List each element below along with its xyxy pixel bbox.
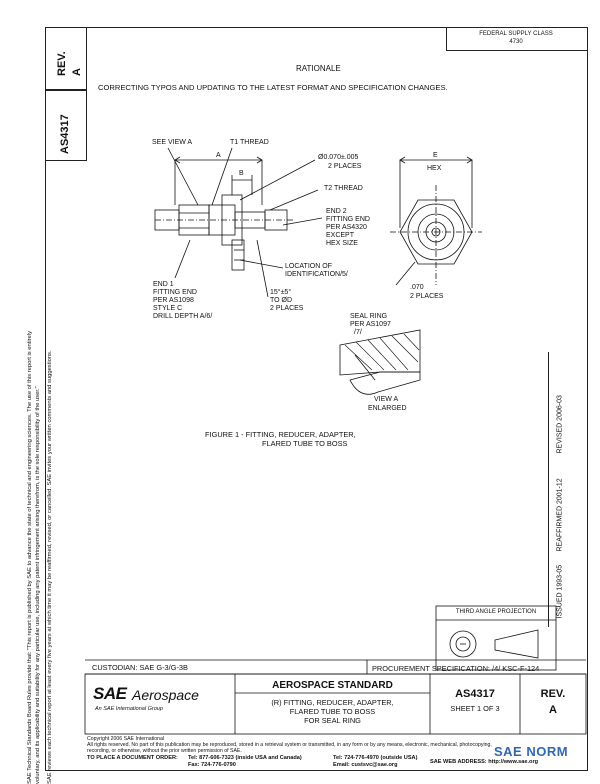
title-rev-label: REV. bbox=[540, 688, 566, 700]
label-dim-b: B bbox=[239, 170, 244, 177]
label-t2-thread: T2 THREAD bbox=[324, 185, 363, 192]
label-seal-2: PER AS1097 bbox=[350, 321, 391, 328]
label-hex-two-places: 2 PLACES bbox=[410, 293, 444, 300]
third-angle-label: THIRD ANGLE PROJECTION bbox=[455, 609, 537, 615]
label-angle-3: 2 PLACES bbox=[270, 305, 304, 312]
title-doc-number: AS4317 bbox=[455, 688, 495, 700]
federal-supply-line1: FEDERAL SUPPLY CLASS bbox=[479, 31, 553, 37]
footer-order-label: TO PLACE A DOCUMENT ORDER: bbox=[87, 755, 178, 761]
sae-logo: SAE bbox=[93, 684, 127, 703]
footer-tel-2: Tel: 724-776-4970 (outside USA) bbox=[333, 755, 418, 761]
label-t1-thread: T1 THREAD bbox=[230, 139, 269, 146]
label-view-a: VIEW A bbox=[374, 396, 399, 403]
figure-caption-1: FIGURE 1 - FITTING, REDUCER, ADAPTER, bbox=[205, 430, 356, 439]
sae-aerospace-word: Aerospace bbox=[132, 687, 199, 703]
label-end1-3: PER AS1098 bbox=[153, 297, 194, 304]
custodian: CUSTODIAN: SAE G-3/G-3B bbox=[92, 663, 188, 672]
dates-divider bbox=[548, 352, 549, 627]
sidebar-docnum-box bbox=[45, 89, 87, 161]
label-angle-1: 15°±5° bbox=[270, 289, 292, 296]
label-two-places-1: 2 PLACES bbox=[328, 163, 362, 170]
label-dia-070: Ø0.070±.005 bbox=[318, 154, 359, 161]
drawing-frame bbox=[45, 27, 588, 771]
sidebar-rev-box bbox=[45, 27, 87, 91]
label-location-2: IDENTIFICATION/5/ bbox=[285, 271, 348, 278]
label-end1-5: DRILL DEPTH A/6/ bbox=[153, 313, 213, 320]
label-end1-2: FITTING END bbox=[153, 289, 197, 296]
label-angle-2: TO ØD bbox=[270, 297, 293, 304]
label-end2-5: HEX SIZE bbox=[326, 240, 358, 247]
label-end2-3: PER AS4320 bbox=[326, 224, 367, 231]
label-end1-4: STYLE C bbox=[153, 305, 183, 312]
label-seal-1: SEAL RING bbox=[350, 313, 388, 320]
title-sheet: SHEET 1 OF 3 bbox=[450, 704, 500, 713]
figure-caption-2: FLARED TUBE TO BOSS bbox=[262, 439, 348, 448]
label-seal-3: /7/ bbox=[354, 329, 362, 336]
federal-supply-box bbox=[446, 27, 588, 51]
label-end2-1: END 2 bbox=[326, 208, 347, 215]
footer-tel-1: Tel: 877-606-7323 (inside USA and Canada… bbox=[188, 755, 302, 761]
label-end2-4: EXCEPT bbox=[326, 232, 355, 239]
label-end2-2: FITTING END bbox=[326, 216, 370, 223]
watermark: SAE NORM bbox=[494, 744, 569, 759]
procurement-spec: PROCUREMENT SPECIFICATION: /4/ KSC-F-124 bbox=[372, 664, 540, 673]
footer-copyright: Copyright 2006 SAE International bbox=[87, 736, 164, 742]
footer-rights-2: recording, or otherwise, without the pri… bbox=[87, 748, 242, 754]
label-hex-e: E bbox=[433, 152, 438, 159]
footer-email: Email: custsvc@sae.org bbox=[333, 762, 398, 768]
standard-title: AEROSPACE STANDARD bbox=[272, 680, 393, 691]
label-dim-a: A bbox=[216, 152, 221, 159]
standard-desc-1: (R) FITTING, REDUCER, ADAPTER, bbox=[271, 698, 394, 707]
rationale-heading: RATIONALE bbox=[296, 64, 341, 73]
rationale-text: CORRECTING TYPOS AND UPDATING TO THE LAT… bbox=[98, 83, 448, 92]
sae-tagline: An SAE International Group bbox=[95, 706, 163, 712]
footer-rights-1: All rights reserved. No part of this pub… bbox=[87, 742, 492, 748]
label-hex-070: .070 bbox=[410, 284, 424, 291]
label-see-view-a: SEE VIEW A bbox=[152, 139, 193, 146]
title-rev-value: A bbox=[549, 704, 557, 716]
footer-web[interactable]: SAE WEB ADDRESS: http://www.sae.org bbox=[430, 759, 539, 765]
federal-supply-line2: 4730 bbox=[509, 39, 523, 45]
label-location-1: LOCATION OF bbox=[285, 263, 332, 270]
label-end1-1: END 1 bbox=[153, 281, 174, 288]
standard-desc-3: FOR SEAL RING bbox=[304, 716, 361, 725]
label-enlarged: ENLARGED bbox=[368, 405, 407, 412]
standard-desc-2: FLARED TUBE TO BOSS bbox=[289, 707, 376, 716]
footer-fax: Fax: 724-776-0790 bbox=[188, 762, 236, 768]
label-hex: HEX bbox=[427, 165, 442, 172]
